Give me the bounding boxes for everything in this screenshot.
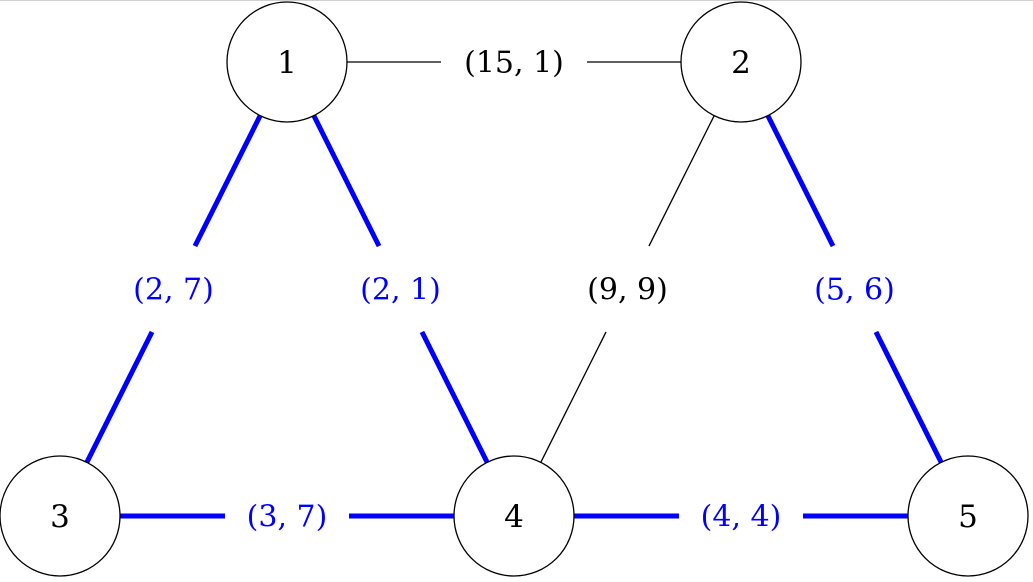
node-2: 2 (680, 1, 802, 123)
edges-layer: (15, 1) (2, 7) (2, 1) (9, 9) (5, 6) (3, 7) (4,… (84, 46, 944, 535)
edge-segment (765, 114, 836, 248)
edge-1-3: (2, 7) (84, 114, 263, 464)
edge-segment (648, 115, 715, 247)
node-circle (453, 455, 575, 577)
node-label: 1 (277, 45, 297, 81)
top-border (0, 0, 1033, 1)
node-label: 4 (504, 499, 524, 535)
edge-1-2: (15, 1) (347, 46, 681, 81)
edge-label: (15, 1) (464, 46, 564, 81)
edge-label: (4, 4) (701, 500, 782, 535)
edge-segment (873, 330, 944, 464)
node-4: 4 (453, 455, 575, 577)
edge-segment (419, 330, 490, 464)
edge-3-4: (3, 7) (120, 500, 454, 535)
node-circle (0, 455, 121, 577)
node-label: 3 (50, 499, 70, 535)
node-1: 1 (226, 1, 348, 123)
node-circle (680, 1, 802, 123)
node-circle (907, 455, 1029, 577)
edge-label: (2, 1) (360, 273, 441, 308)
node-3: 3 (0, 455, 121, 577)
edge-segment (84, 330, 155, 464)
edge-2-5: (5, 6) (765, 114, 944, 464)
edge-2-4: (9, 9) (540, 115, 715, 463)
edge-segment (311, 114, 382, 248)
edge-segment (192, 114, 263, 248)
node-circle (226, 1, 348, 123)
edge-1-4: (2, 1) (311, 114, 490, 464)
node-label: 2 (731, 45, 751, 81)
edge-label: (9, 9) (587, 273, 668, 308)
edge-4-5: (4, 4) (574, 500, 908, 535)
node-label: 5 (958, 499, 978, 535)
edge-label: (5, 6) (814, 273, 895, 308)
edge-label: (2, 7) (133, 273, 214, 308)
edge-segment (540, 331, 607, 463)
edge-label: (3, 7) (247, 500, 328, 535)
node-5: 5 (907, 455, 1029, 577)
